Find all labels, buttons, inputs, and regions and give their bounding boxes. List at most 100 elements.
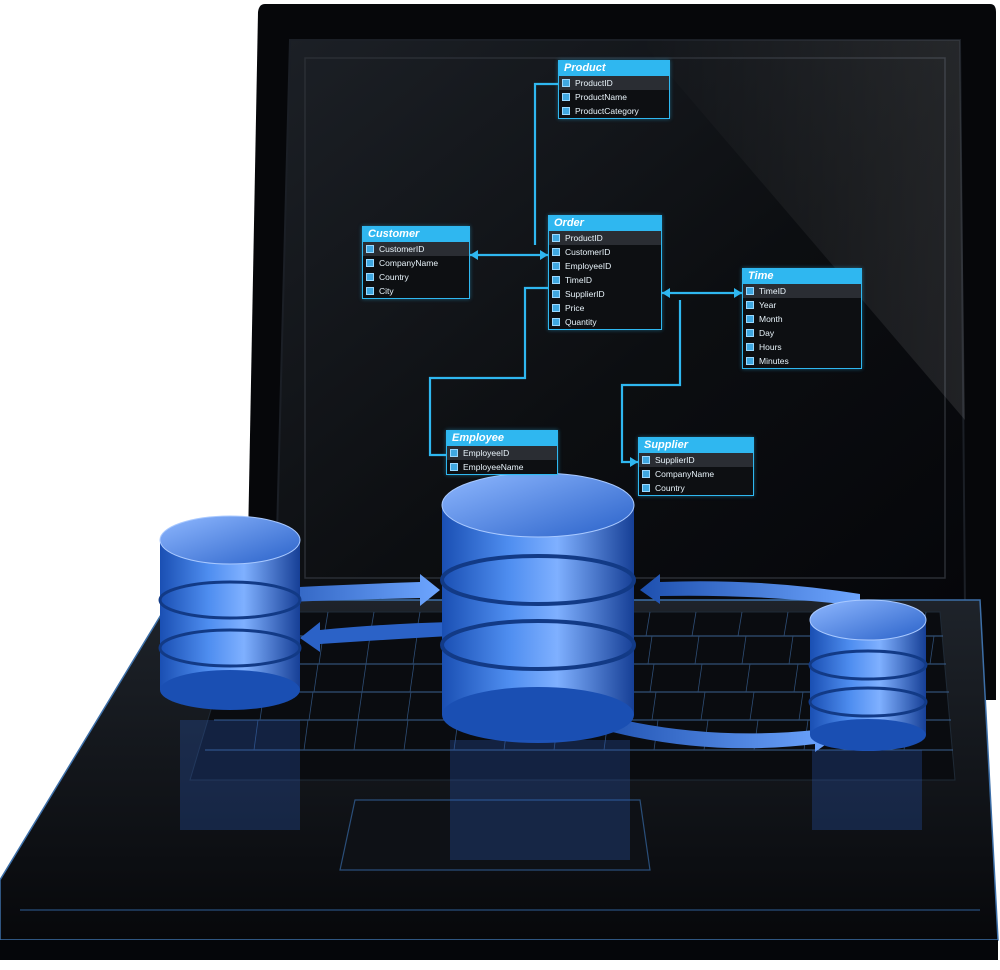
sync-arrow-center-to-right (590, 712, 835, 752)
er-table-title: Customer (363, 227, 469, 242)
reflection (450, 740, 630, 860)
field-checkbox-icon (366, 245, 374, 253)
touchpad (339, 799, 651, 871)
er-field-label: CompanyName (655, 469, 715, 479)
reflection (180, 720, 300, 830)
keyboard-key-divider (741, 635, 747, 665)
er-field-label: Month (759, 314, 783, 324)
keyboard-key-divider (303, 719, 309, 751)
field-checkbox-icon (746, 343, 754, 351)
database-top (441, 472, 635, 538)
keyboard-key-divider (353, 719, 359, 751)
er-field-row: Day (743, 326, 861, 340)
er-field-row: SupplierID (639, 453, 753, 467)
keyboard-key-divider (745, 663, 751, 693)
er-field-label: CompanyName (379, 258, 439, 268)
database-ring (808, 649, 928, 681)
er-field-row: Quantity (549, 315, 661, 329)
er-field-row: Hours (743, 340, 861, 354)
er-table-title: Order (549, 216, 661, 231)
keyboard-key-divider (645, 611, 651, 637)
er-field-row: ProductCategory (559, 104, 669, 118)
er-field-row: CustomerID (363, 242, 469, 256)
er-field-row: CompanyName (363, 256, 469, 270)
arrowhead-icon (540, 250, 548, 260)
database-ring (440, 554, 636, 606)
screen-glare (640, 40, 965, 420)
er-field-label: EmployeeName (463, 462, 524, 472)
field-checkbox-icon (642, 484, 650, 492)
keyboard-key-divider (313, 663, 319, 693)
field-checkbox-icon (642, 470, 650, 478)
database-ring (440, 619, 636, 671)
keyboard-key-divider (406, 691, 412, 721)
field-checkbox-icon (552, 304, 560, 312)
er-table-title: Supplier (639, 438, 753, 453)
database-bottom (442, 687, 634, 743)
er-field-row: SupplierID (549, 287, 661, 301)
arrowhead-icon (662, 288, 670, 298)
field-checkbox-icon (552, 262, 560, 270)
database-ring (158, 628, 302, 668)
keyboard-key-divider (403, 719, 409, 751)
field-checkbox-icon (366, 273, 374, 281)
field-checkbox-icon (746, 287, 754, 295)
er-field-label: EmployeeID (565, 261, 612, 271)
database-top (809, 599, 927, 641)
keyboard-key-divider (798, 691, 804, 721)
er-field-row: Minutes (743, 354, 861, 368)
er-field-label: City (379, 286, 394, 296)
er-field-label: SupplierID (565, 289, 605, 299)
er-field-row: ProductName (559, 90, 669, 104)
er-field-label: ProductID (575, 78, 613, 88)
keyboard-key-divider (793, 663, 799, 693)
er-field-label: Country (655, 483, 685, 493)
field-checkbox-icon (552, 276, 560, 284)
keyboard-key-divider (361, 663, 367, 693)
keyboard-key-divider (253, 719, 259, 751)
er-field-row: Year (743, 298, 861, 312)
field-checkbox-icon (562, 107, 570, 115)
keyboard-key-divider (649, 663, 655, 693)
er-field-row: Country (639, 481, 753, 495)
er-field-row: Month (743, 312, 861, 326)
er-table-title: Time (743, 269, 861, 284)
er-field-label: EmployeeID (463, 448, 510, 458)
field-checkbox-icon (746, 301, 754, 309)
keyboard-key-divider (694, 635, 700, 665)
field-checkbox-icon (366, 287, 374, 295)
er-field-row: EmployeeName (447, 460, 557, 474)
er-field-label: ProductCategory (575, 106, 639, 116)
er-field-row: CompanyName (639, 467, 753, 481)
keyboard-key-divider (651, 691, 657, 721)
keyboard-key-divider (691, 611, 697, 637)
database-icon (158, 472, 928, 751)
er-field-row: EmployeeID (549, 259, 661, 273)
er-field-row: Price (549, 301, 661, 315)
database-bottom (160, 670, 300, 710)
field-checkbox-icon (552, 290, 560, 298)
er-field-label: Minutes (759, 356, 789, 366)
field-checkbox-icon (450, 463, 458, 471)
arrowhead-icon (470, 250, 478, 260)
er-field-label: CustomerID (379, 244, 425, 254)
field-checkbox-icon (746, 357, 754, 365)
database-reflections (180, 720, 922, 860)
er-field-label: Price (565, 303, 585, 313)
field-checkbox-icon (552, 248, 560, 256)
er-connectors (428, 82, 742, 464)
field-checkbox-icon (552, 234, 560, 242)
er-field-row: CustomerID (549, 245, 661, 259)
database-left (158, 515, 302, 710)
er-field-row: Country (363, 270, 469, 284)
keyboard-key-divider (788, 635, 794, 665)
keyboard-key-divider (737, 611, 743, 637)
sync-arrow-center-to-left (300, 622, 450, 652)
